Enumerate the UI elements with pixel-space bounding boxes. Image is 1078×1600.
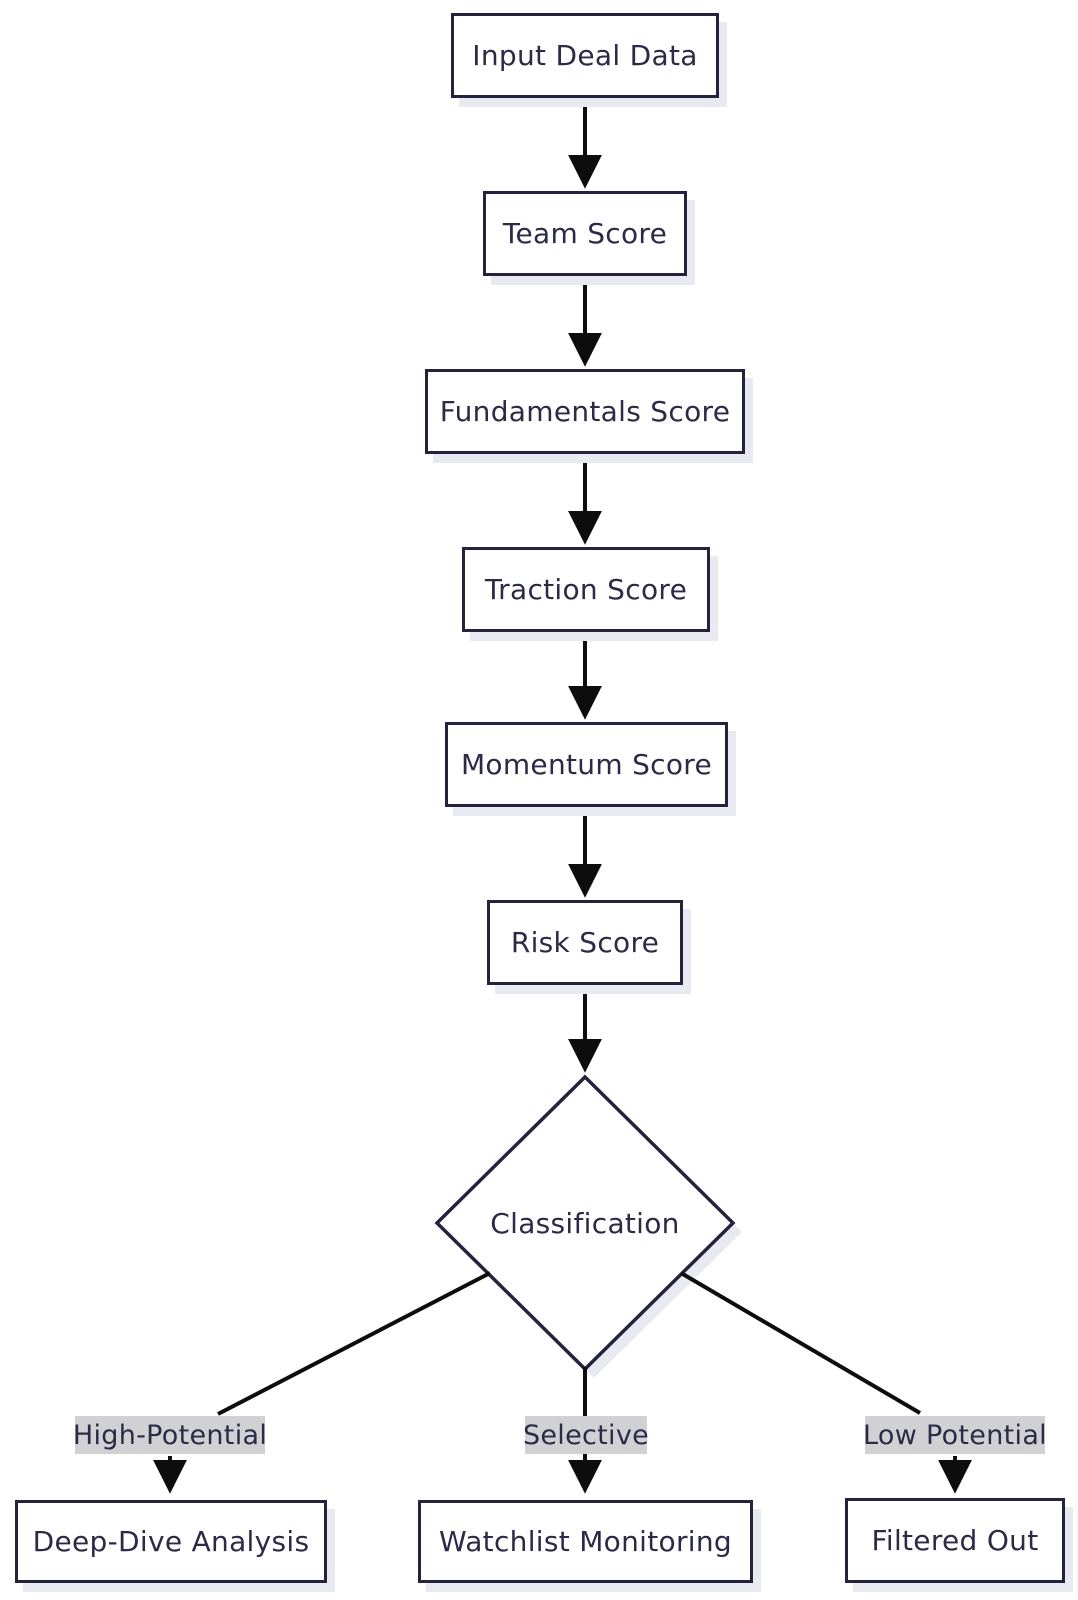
node-watchlist-monitoring: Watchlist Monitoring: [418, 1500, 753, 1583]
node-filtered-out: Filtered Out: [845, 1498, 1065, 1583]
node-fundamentals-score: Fundamentals Score: [425, 369, 745, 454]
edge-label-high-potential: High-Potential: [73, 1416, 267, 1454]
node-risk-score: Risk Score: [487, 900, 683, 985]
node-team-score: Team Score: [483, 191, 687, 276]
node-momentum-score: Momentum Score: [445, 722, 728, 807]
edge-classification-to-filteredout: [679, 1271, 922, 1415]
node-traction-score: Traction Score: [462, 547, 710, 632]
node-input-deal-data: Input Deal Data: [451, 13, 719, 98]
node-deep-dive-analysis: Deep-Dive Analysis: [15, 1500, 327, 1583]
edge-label-selective: Selective: [523, 1416, 649, 1454]
edge-classification-to-deepdive: [217, 1271, 491, 1416]
edge-label-low-potential: Low Potential: [863, 1416, 1047, 1454]
node-classification-label: Classification: [490, 1206, 680, 1240]
